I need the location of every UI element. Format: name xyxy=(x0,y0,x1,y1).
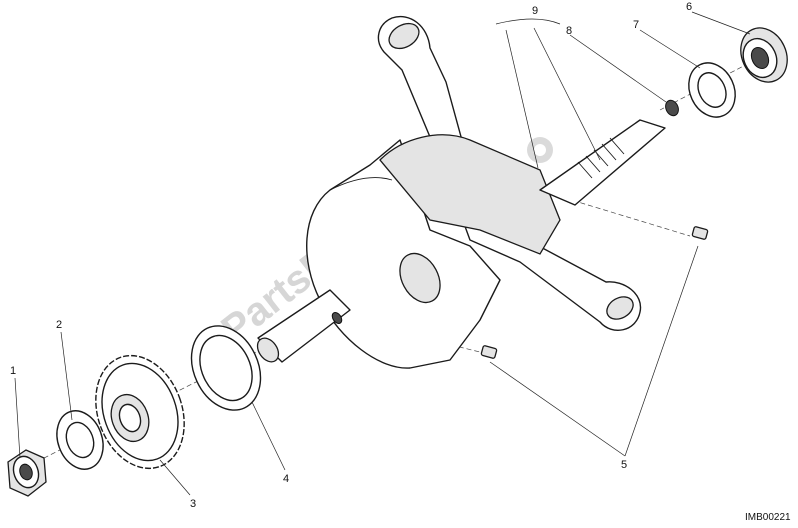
nut-1 xyxy=(7,449,47,497)
key-upper xyxy=(691,226,709,240)
callout-3: 3 xyxy=(190,498,196,510)
callout-5: 5 xyxy=(621,459,627,471)
crankshaft xyxy=(256,15,666,369)
callout-8: 8 xyxy=(566,25,572,37)
callout-9: 9 xyxy=(532,5,538,17)
spline-teeth xyxy=(577,137,625,179)
washer-2 xyxy=(56,410,104,470)
gear-logo-icon xyxy=(527,137,553,163)
callout-6: 6 xyxy=(686,1,692,13)
leader-lines xyxy=(14,11,751,496)
callout-4: 4 xyxy=(283,473,289,485)
callout-labels: 1 2 3 4 5 6 7 8 9 IMB00221 xyxy=(10,1,791,523)
callout-2: 2 xyxy=(56,319,62,331)
washer-4 xyxy=(190,325,262,411)
key-lower xyxy=(480,345,498,359)
callout-7: 7 xyxy=(633,19,639,31)
image-code: IMB00221 xyxy=(745,512,791,523)
washer-7 xyxy=(688,62,736,118)
pin-8 xyxy=(665,99,679,117)
callout-1: 1 xyxy=(10,365,16,377)
gear-3 xyxy=(95,354,185,470)
nut-6 xyxy=(740,27,788,83)
